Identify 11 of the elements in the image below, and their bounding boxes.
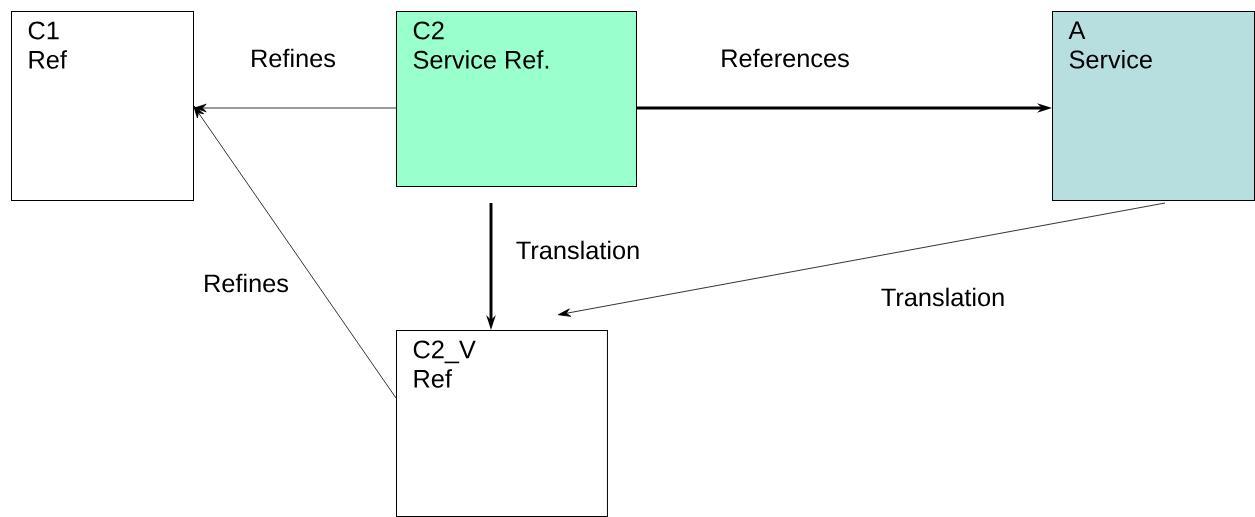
edge-label: Translation [516, 240, 639, 260]
edge-label: Translation [881, 287, 1004, 307]
arrow [557, 202, 1166, 317]
edge-label: References [722, 48, 849, 68]
box: A Service [1052, 11, 1255, 202]
box: C2_V Ref [396, 330, 608, 517]
edge-label: Refines [252, 48, 335, 68]
box: C1 Ref [11, 11, 194, 202]
box: C2 Service Ref. [396, 11, 637, 187]
arrow [193, 105, 397, 399]
edge-label: Refines [205, 273, 288, 293]
